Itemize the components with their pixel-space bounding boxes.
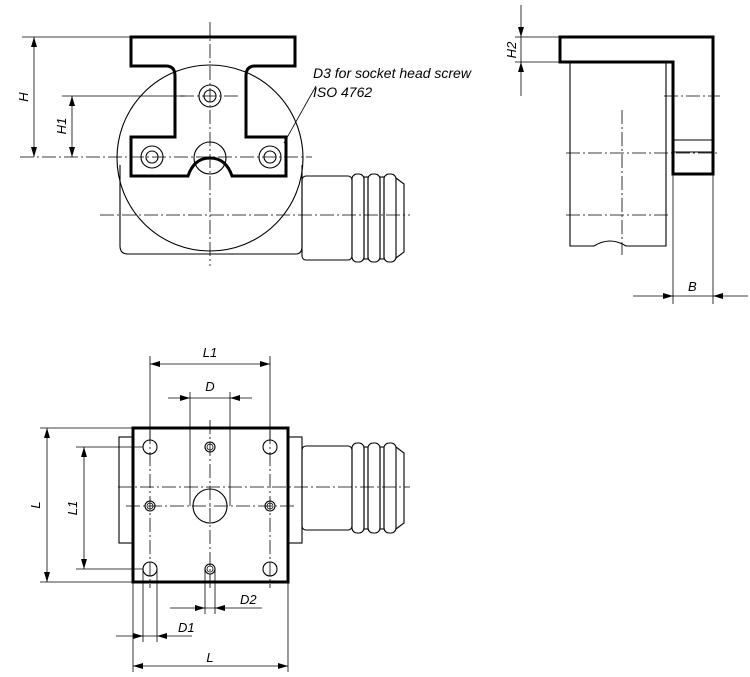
- label-H1: H1: [54, 118, 69, 135]
- label-D2: D2: [240, 592, 257, 607]
- top-view: [40, 356, 410, 672]
- clamp-profile: [558, 35, 715, 176]
- side-view: [515, 5, 748, 304]
- note-line-1: D3 for socket head screw: [313, 65, 472, 81]
- label-L-left: L: [28, 501, 43, 508]
- note-line-2: ISO 4762: [313, 84, 372, 100]
- actuator-cylinder-top: [301, 442, 405, 534]
- label-D1: D1: [178, 620, 195, 635]
- clamp-plate: [131, 426, 290, 584]
- screw-holes: [140, 84, 282, 169]
- label-D: D: [205, 379, 214, 394]
- front-view: [20, 22, 410, 266]
- actuator-cylinder: [301, 173, 405, 263]
- label-L1-left: L1: [65, 501, 80, 515]
- label-H: H: [16, 92, 31, 102]
- label-L-bottom: L: [206, 650, 213, 665]
- label-L1-top: L1: [203, 345, 217, 360]
- label-B: B: [688, 279, 697, 294]
- label-H2: H2: [504, 41, 519, 58]
